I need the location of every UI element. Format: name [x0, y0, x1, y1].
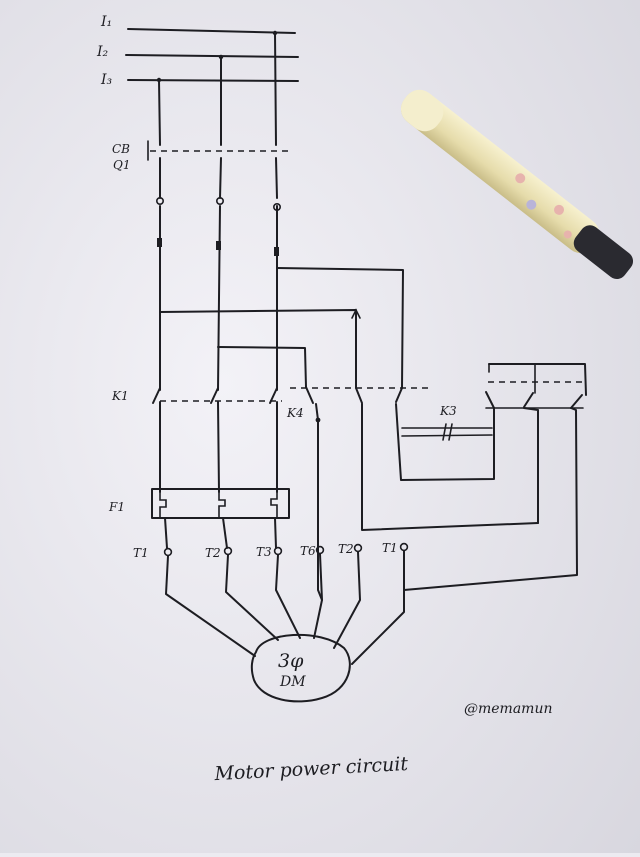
- contactor-k1: [152, 387, 282, 404]
- conductor-middle-lower: [217, 401, 220, 493]
- lead-6: [351, 550, 405, 665]
- k4-out-1: [315, 403, 323, 601]
- motor-label-type: DM: [279, 674, 306, 690]
- k3-contact-mark: [448, 423, 453, 441]
- k3-contact-mark: [442, 423, 447, 441]
- breaker-label: Q1: [113, 158, 130, 172]
- k3-contact-blade: [570, 394, 583, 409]
- k3-top-bar: [488, 363, 587, 396]
- contactor-label-k3: K3: [439, 404, 457, 418]
- terminal-label: T1: [133, 546, 149, 560]
- bus-line-l1: [127, 28, 296, 34]
- terminal-label: T3: [256, 545, 272, 559]
- relay-out: [164, 517, 168, 549]
- k4-out-3: [395, 403, 495, 481]
- contactor-label-k4: K4: [286, 406, 304, 420]
- pen-end: [400, 89, 444, 132]
- relay-out: [222, 517, 228, 549]
- circuit-breaker: [147, 140, 292, 256]
- crosslink-right-to-k4: [276, 267, 404, 389]
- supply-bus: [125, 28, 299, 83]
- relay-label: F1: [108, 500, 125, 514]
- terminal-label: T2: [338, 542, 354, 556]
- breaker-contact-fixed: [157, 238, 162, 247]
- pen-dot: [515, 173, 526, 184]
- pen-dot: [554, 204, 565, 215]
- k4-contact-blade: [305, 386, 314, 404]
- relay-element: [270, 491, 278, 518]
- conductor-left: [158, 79, 161, 391]
- k1-contact-blade: [210, 387, 219, 404]
- breaker-contact-fixed: [216, 241, 221, 250]
- k4-out-2: [361, 403, 539, 531]
- pen-body: [400, 89, 600, 254]
- supply-label-l3: I₃: [100, 72, 113, 88]
- k1-contact-blade: [152, 387, 161, 404]
- breaker-contact-open: [156, 197, 165, 206]
- terminal-label: T1: [382, 541, 398, 555]
- pen-dot: [563, 230, 572, 239]
- watermark-text: @memamun: [464, 701, 553, 717]
- lead-3: [275, 554, 301, 639]
- k3-drop-2: [523, 407, 539, 524]
- breaker-contact-fixed: [274, 247, 279, 256]
- bus-line-l2: [125, 54, 299, 58]
- k3-contact-blade: [485, 391, 495, 409]
- reversing-crosslinks: [159, 267, 404, 389]
- contactor-label-k1: K1: [111, 389, 129, 403]
- breaker-label: CB: [112, 142, 130, 156]
- k3-drop-3: [403, 407, 578, 591]
- terminal-label: T2: [205, 546, 221, 560]
- crosslink-middle-to-k4: [217, 346, 307, 388]
- contactor-k3: [401, 363, 587, 591]
- k4-contact-blade: [395, 387, 403, 403]
- junction-dot: [315, 417, 321, 423]
- conductor-middle: [217, 56, 222, 391]
- breaker-contact-open: [216, 197, 225, 206]
- pen: [400, 89, 634, 280]
- k3-contact-blade: [523, 392, 534, 408]
- lead-2: [225, 554, 279, 641]
- pen-dot: [526, 199, 537, 210]
- contactor-k4: [290, 386, 539, 601]
- terminal-label: T6: [300, 544, 316, 558]
- overload-relay: [151, 488, 290, 549]
- relay-out: [274, 517, 277, 549]
- supply-label-l1: I₁: [100, 14, 112, 30]
- labels: I₁ I₂ I₃ CB Q1 K1 K4 K3 F1 T1 T2 T3 T6 T…: [96, 14, 553, 785]
- relay-element: [218, 491, 226, 518]
- k3-bar: [401, 434, 493, 437]
- bus-line-l3: [127, 79, 299, 82]
- pen-cap: [573, 225, 634, 280]
- arrow-mark: [351, 308, 361, 319]
- motor-outline: [250, 633, 351, 703]
- conductor-right: [274, 32, 278, 391]
- lead-4: [313, 553, 323, 639]
- relay-box: [151, 488, 290, 519]
- main-conductors: [158, 32, 278, 493]
- motor-label-phase: 3φ: [278, 650, 304, 672]
- supply-label-l2: I₂: [96, 44, 109, 60]
- motor: 3φ DM: [250, 633, 351, 703]
- lead-1: [165, 555, 256, 657]
- breaker-contact-open: [272, 203, 281, 212]
- motor-leads: [165, 550, 405, 665]
- relay-element: [159, 491, 167, 518]
- lead-5: [333, 551, 361, 649]
- k4-contact-blade: [355, 387, 363, 404]
